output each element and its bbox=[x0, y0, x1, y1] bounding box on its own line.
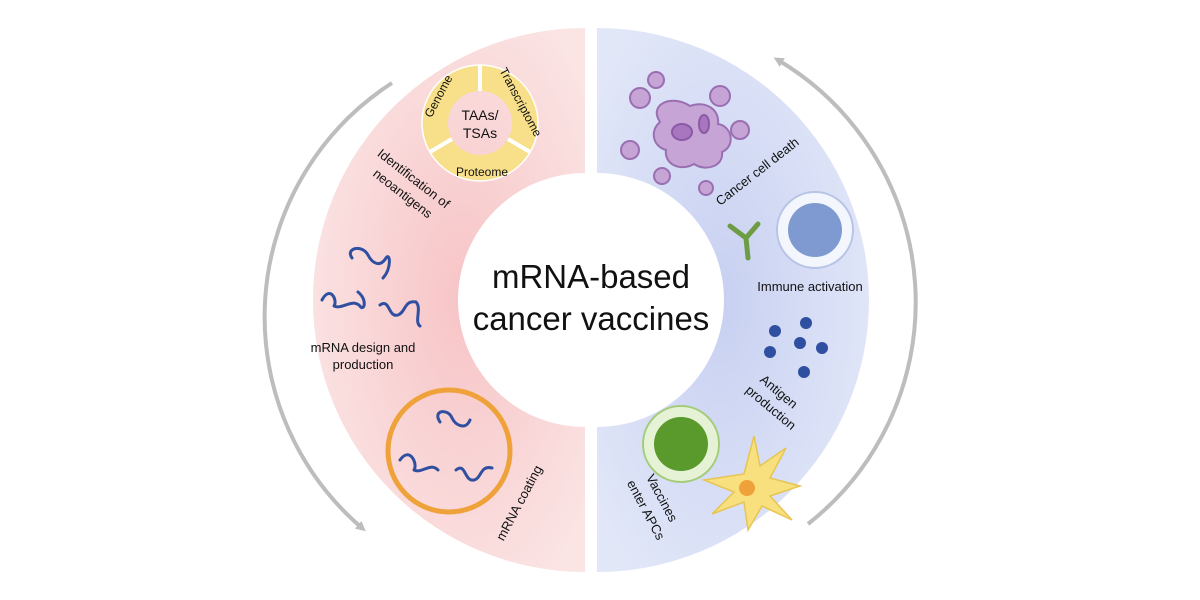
right-cycle-arrow bbox=[773, 57, 918, 526]
lipid-nanoparticle-icon bbox=[385, 387, 513, 515]
left-cycle-arrow bbox=[262, 81, 394, 532]
t-cell-nucleus-icon bbox=[788, 203, 842, 257]
center-title-line2: cancer vaccines bbox=[473, 300, 710, 337]
immune-label: Immune activation bbox=[757, 279, 863, 294]
proteome-label: Proteome bbox=[456, 165, 508, 179]
omics-ring bbox=[421, 64, 539, 182]
apc-cell-nucleus-icon bbox=[654, 417, 708, 471]
omics-center-line1: TAAs/ bbox=[461, 107, 498, 123]
design-label-line2: production bbox=[333, 357, 394, 372]
design-label-line1: mRNA design and bbox=[311, 340, 416, 355]
coated-mrna-strands-icon bbox=[398, 410, 494, 482]
dendritic-cell-nucleus-icon bbox=[739, 480, 755, 496]
mrna-strands-icon bbox=[320, 246, 422, 328]
omics-center-line2: TSAs bbox=[463, 125, 497, 141]
center-title-line1: mRNA-based bbox=[492, 258, 690, 295]
cancer-cell-death-icon bbox=[620, 71, 750, 196]
antigen-dots-icon bbox=[764, 317, 828, 378]
antibody-icon bbox=[727, 221, 761, 261]
